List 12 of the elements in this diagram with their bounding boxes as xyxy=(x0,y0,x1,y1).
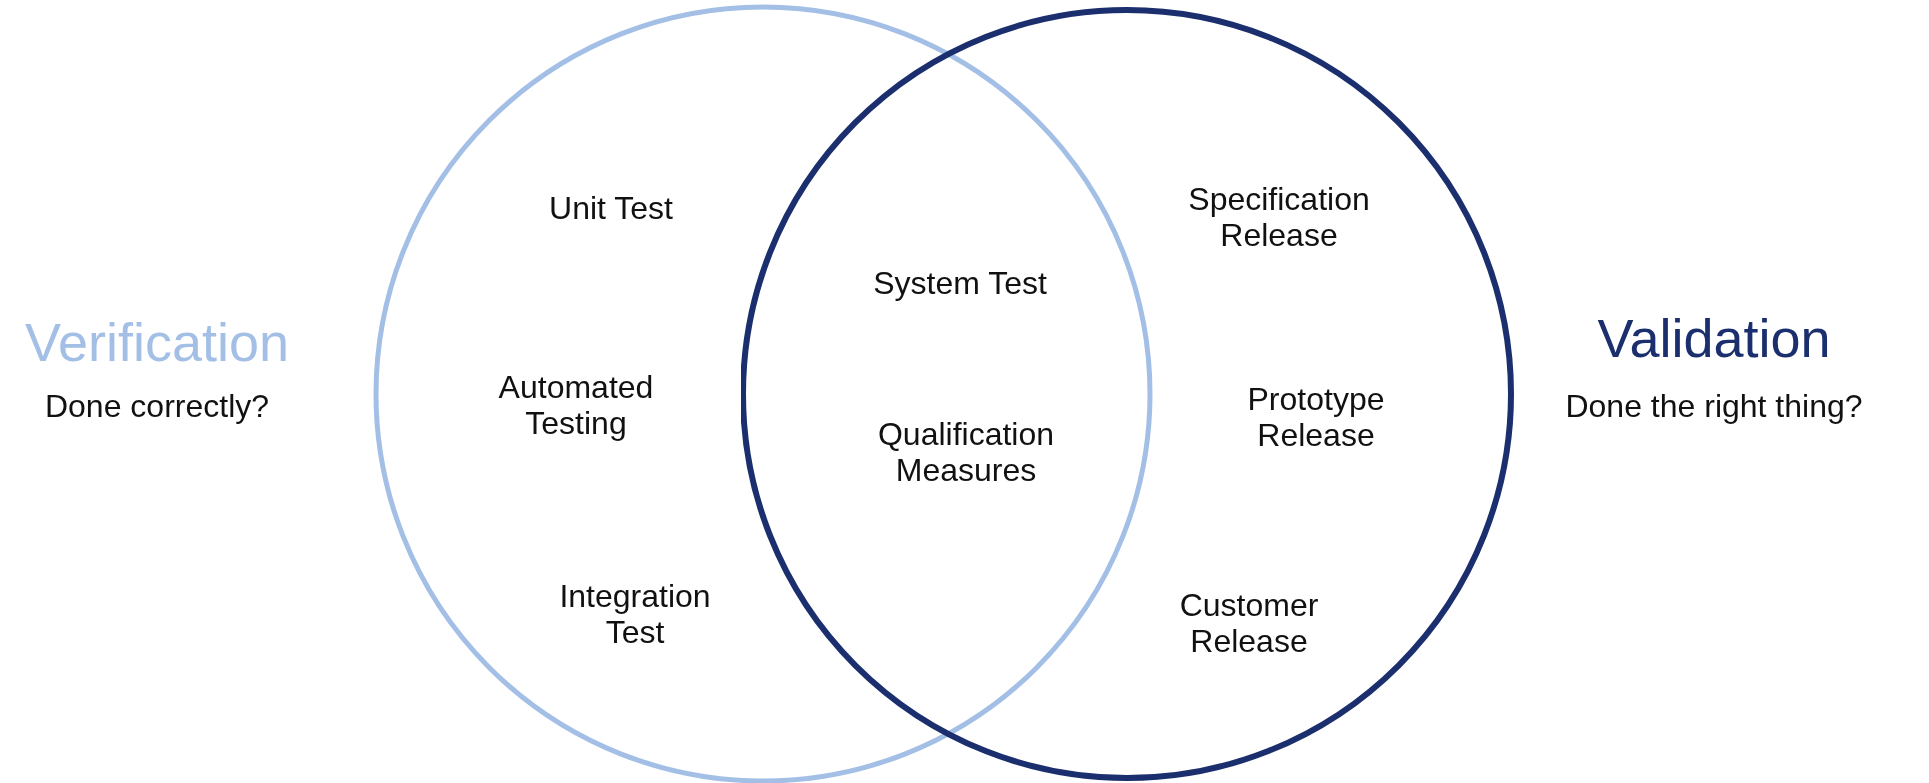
item-label: Customer Release xyxy=(1154,588,1344,660)
item-label: Qualification Measures xyxy=(871,417,1061,489)
item-label: Automated Testing xyxy=(481,370,671,442)
item-label: System Test xyxy=(865,266,1055,302)
circle-subtitle: Done the right thing? xyxy=(1565,387,1863,425)
item-label: Prototype Release xyxy=(1221,382,1411,454)
circle-subtitle: Done correctly? xyxy=(44,387,270,425)
item-label: Specification Release xyxy=(1184,182,1374,254)
item-label: Unit Test xyxy=(516,191,706,227)
circle-heading: Verification xyxy=(24,311,290,373)
circle-heading: Validation xyxy=(1597,307,1831,369)
item-label: Integration Test xyxy=(540,579,730,651)
